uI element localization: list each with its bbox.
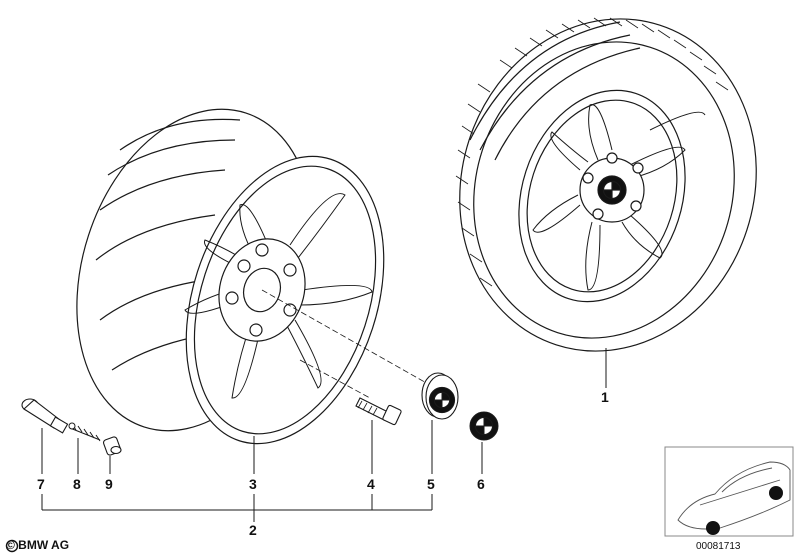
valve-core xyxy=(68,422,101,442)
callout-9[interactable]: 9 xyxy=(105,476,113,492)
callout-3[interactable]: 3 xyxy=(249,476,257,492)
callout-6[interactable]: 6 xyxy=(477,476,485,492)
vehicle-location-thumbnail xyxy=(664,446,794,537)
callout-7[interactable]: 7 xyxy=(37,476,45,492)
valve-stem xyxy=(21,398,69,434)
callout-8[interactable]: 8 xyxy=(73,476,81,492)
callout-1[interactable]: 1 xyxy=(601,389,609,405)
wheel-bolt xyxy=(355,397,402,426)
callout-2[interactable]: 2 xyxy=(249,522,257,538)
hub-cap xyxy=(421,372,459,420)
callout-leaders xyxy=(41,348,607,522)
callout-5[interactable]: 5 xyxy=(427,476,435,492)
callout-4[interactable]: 4 xyxy=(367,476,375,492)
complete-wheel-with-tire xyxy=(455,17,757,352)
copyright-text: © BMW AG xyxy=(6,538,70,552)
assembly-guide-lines xyxy=(261,289,431,399)
light-alloy-rim xyxy=(76,108,385,445)
emblem xyxy=(469,411,499,441)
copyright-icon xyxy=(5,539,19,553)
reference-code: 00081713 xyxy=(696,541,741,552)
valve-cap xyxy=(102,436,122,456)
